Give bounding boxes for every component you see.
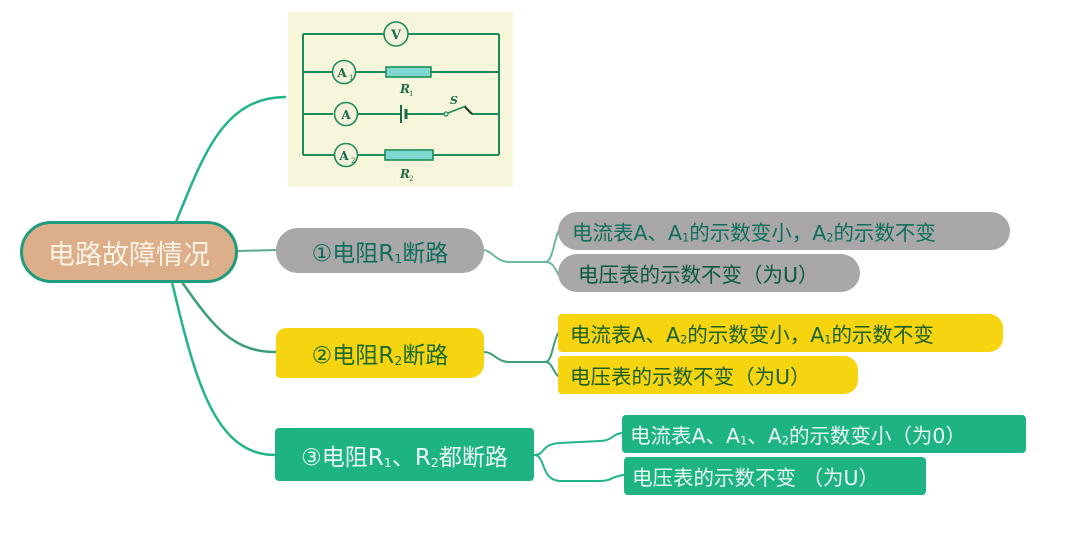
svg-text:R: R [399,167,410,181]
root-node[interactable]: 电路故障情况 [20,221,238,283]
battery-icon [400,105,408,123]
ammeter-a2: A 2 [333,142,359,168]
svg-text:R: R [399,82,410,96]
svg-text:V: V [390,28,402,43]
connector-root-to-b1 [237,249,277,252]
svg-text:A: A [336,66,347,80]
switch-s: S [443,94,473,117]
connector-b2-to-children [483,332,559,377]
branch-3-child-ammeters[interactable]: 电流表A、A1、A2的示数变小（为0） [622,415,1026,453]
branch-3-both-open[interactable]: ③电阻R1、R2都断路 [275,428,534,481]
branch-2-child-voltmeter[interactable]: 电压表的示数不变（为U） [558,356,858,394]
connector-b1-to-children [483,231,559,275]
svg-text:2: 2 [409,175,413,183]
branch-1-r1-open[interactable]: ①电阻R1断路 [276,228,484,273]
ammeter-a: A [333,101,359,127]
connector-root-to-b3 [170,280,277,457]
branch-1-child-1-label: 电流表A、A1的示数变小，A2的示数不变 [572,221,936,245]
svg-text:1: 1 [409,90,413,98]
circuit-schematic: V A 1 R 1 A S [302,21,500,183]
branch-2-child-ammeters[interactable]: 电流表A、A2的示数变小，A1的示数不变 [558,314,1003,352]
branch-2-child-1-label: 电流表A、A2的示数变小，A1的示数不变 [570,323,934,347]
resistor-r2: R 2 [384,149,434,183]
branch-3-label: ③电阻R1、R2都断路 [301,444,508,471]
root-node-label: 电路故障情况 [48,239,210,271]
branch-2-r2-open[interactable]: ②电阻R2断路 [276,328,484,378]
branch-3-child-voltmeter[interactable]: 电压表的示数不变 （为U） [624,457,926,495]
voltmeter-v: V [383,21,409,47]
branch-3-child-2-label: 电压表的示数不变 （为U） [632,466,880,490]
branch-1-child-ammeters[interactable]: 电流表A、A1的示数变小，A2的示数不变 [558,212,1010,250]
svg-text:A: A [338,149,349,163]
branch-3-child-1-label: 电流表A、A1、A2的示数变小（为0） [630,424,966,448]
connector-b3-to-children [533,432,625,482]
circuit-diagram-image: V A 1 R 1 A S [288,12,513,187]
svg-text:1: 1 [349,74,353,82]
svg-text:A: A [340,108,351,122]
branch-2-child-2-label: 电压表的示数不变（为U） [570,365,811,389]
branch-1-child-voltmeter[interactable]: 电压表的示数不变（为U） [558,254,860,292]
branch-2-label: ②电阻R2断路 [311,343,449,369]
connector-root-to-b2 [180,280,278,354]
branch-1-child-2-label: 电压表的示数不变（为U） [578,263,819,287]
resistor-r1: R 1 [385,66,432,98]
ammeter-a1: A 1 [331,59,357,85]
svg-text:S: S [450,94,458,107]
branch-1-label: ①电阻R1断路 [311,240,449,267]
svg-text:2: 2 [351,157,355,165]
connector-root-to-circuit [174,95,287,224]
